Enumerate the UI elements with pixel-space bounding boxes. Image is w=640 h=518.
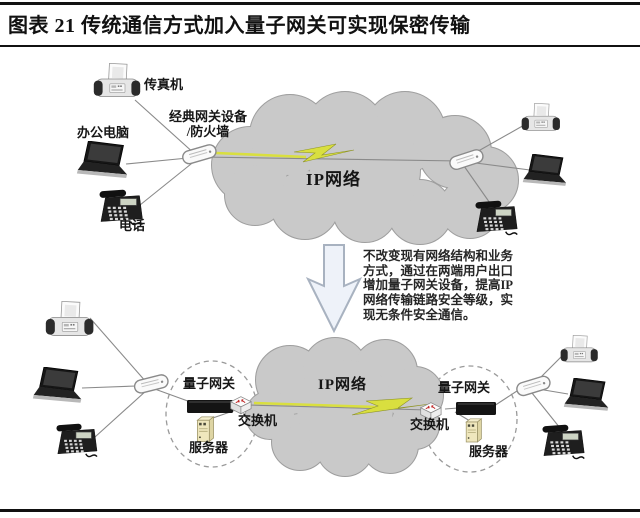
classic-gateway-label-line1: 经典网关设备 — [168, 109, 247, 124]
laptop-icon — [522, 154, 567, 187]
quantum-gateway-label-right: 量子网关 — [438, 380, 491, 395]
annotation-line: 网络传输链路安全等级，实 — [363, 293, 514, 308]
annotation-line: 增加量子网关设备，提高IP — [363, 278, 514, 293]
fax-machine-icon — [93, 63, 141, 97]
switch-label-right: 交换机 — [410, 417, 450, 432]
lightning-bolt-top — [215, 143, 355, 163]
classic-gateway-label-line2: /防火墙 — [186, 124, 230, 139]
fax-machine-icon — [560, 335, 599, 363]
fax-machine-icon — [45, 301, 94, 336]
network-cloud-top — [211, 91, 519, 245]
laptop-icon — [76, 141, 128, 179]
figure-title: 图表 21 传统通信方式加入量子网关可实现保密传输 — [8, 15, 471, 37]
quantum-gateway-device — [456, 402, 496, 415]
quantum-gateway-device — [187, 400, 233, 413]
server-label-left: 服务器 — [189, 440, 229, 455]
bottom-rule — [0, 509, 640, 512]
gateway-device-icon — [514, 374, 553, 398]
title-underline — [0, 45, 640, 47]
telephone-icon — [541, 424, 585, 460]
quantum-gateway-label-left: 量子网关 — [183, 376, 236, 391]
server-icon — [465, 418, 482, 443]
down-arrow — [305, 244, 363, 334]
classic-gateway-label: 经典网关设备 /防火墙 — [163, 109, 253, 139]
fax-label-top-left: 传真机 — [144, 77, 184, 92]
phone-label-top-left: 电话 — [119, 218, 146, 233]
telephone-icon — [55, 423, 98, 458]
switch-label-left: 交换机 — [238, 413, 278, 428]
annotation-text: 不改变现有网络结构和业务 方式，通过在两端用户出口 增加量子网关设备，提高IP … — [363, 249, 523, 323]
connection-lines-top — [125, 99, 531, 207]
fax-machine-icon — [521, 103, 561, 132]
laptop-icon — [32, 367, 82, 404]
telephone-icon — [474, 200, 518, 236]
annotation-line: 不改变现有网络结构和业务 — [363, 249, 514, 263]
server-icon — [196, 416, 214, 442]
pc-label-top-left: 办公电脑 — [77, 125, 130, 140]
ip-network-label-top: IP网络 — [306, 170, 361, 189]
annotation-line: 方式，通过在两端用户出口 — [363, 263, 514, 278]
laptop-icon — [563, 378, 609, 412]
ip-network-label-bottom: IP网络 — [318, 377, 368, 393]
top-rule — [0, 2, 640, 5]
annotation-line: 现无条件安全通信。 — [363, 307, 476, 322]
gateway-device-icon — [132, 372, 171, 396]
server-label-right: 服务器 — [469, 444, 509, 459]
